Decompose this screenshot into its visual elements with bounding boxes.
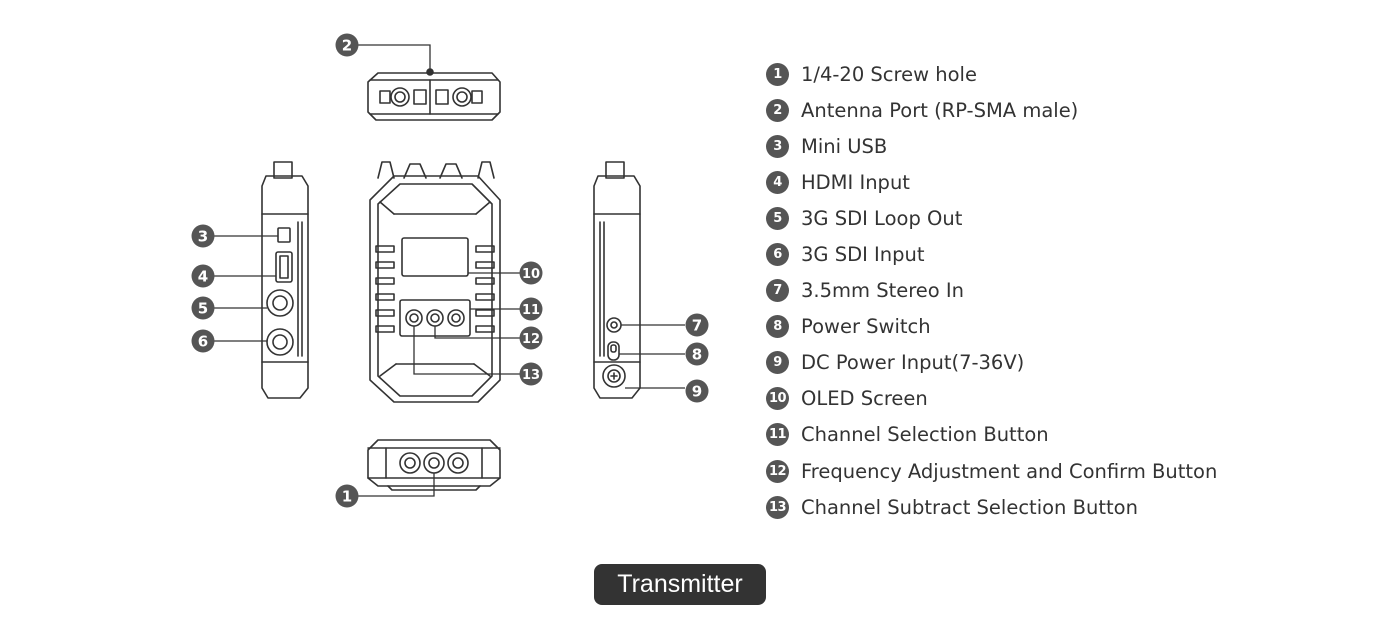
legend-label: DC Power Input(7-36V) (801, 351, 1025, 375)
legend-item: 3 Mini USB (766, 128, 1326, 164)
svg-text:10: 10 (522, 267, 540, 282)
legend-number-badge: 5 (766, 206, 789, 230)
legend-label: Antenna Port (RP-SMA male) (801, 98, 1079, 122)
top-view (367, 68, 501, 121)
svg-text:13: 13 (522, 368, 540, 383)
callout-marker-4: 4 (191, 264, 215, 288)
legend-label: 3G SDI Loop Out (801, 206, 963, 230)
legend-item: 1 1/4-20 Screw hole (766, 56, 1326, 92)
callout-marker-8: 8 (685, 342, 709, 366)
svg-text:1: 1 (342, 488, 352, 506)
right-side-view (593, 161, 641, 399)
legend-label: Channel Selection Button (801, 423, 1049, 447)
svg-text:11: 11 (522, 303, 540, 318)
legend-number-badge: 6 (766, 243, 789, 267)
legend-item: 13 Channel Subtract Selection Button (766, 489, 1326, 525)
legend-number-badge: 2 (766, 98, 789, 122)
legend-number-badge: 3 (766, 134, 789, 158)
legend-label: 1/4-20 Screw hole (801, 62, 977, 86)
legend-number-badge: 1 (766, 62, 789, 86)
title-label: Transmitter (594, 564, 766, 605)
callout-marker-9: 9 (685, 379, 709, 403)
legend-label: Frequency Adjustment and Confirm Button (801, 459, 1218, 483)
svg-text:7: 7 (692, 317, 702, 335)
callout-marker-11: 11 (519, 297, 543, 321)
legend-item: 7 3.5mm Stereo In (766, 273, 1326, 309)
legend-label: Power Switch (801, 315, 931, 339)
callout-marker-5: 5 (191, 296, 215, 320)
legend-item: 8 Power Switch (766, 309, 1326, 345)
legend-label: OLED Screen (801, 387, 928, 411)
callout-marker-13: 13 (519, 362, 543, 386)
svg-text:9: 9 (692, 383, 702, 401)
legend-number-badge: 7 (766, 279, 789, 303)
svg-text:2: 2 (342, 37, 352, 55)
legend-label: 3G SDI Input (801, 243, 925, 267)
svg-text:3: 3 (198, 228, 208, 246)
left-side-view (261, 161, 309, 399)
front-view (369, 161, 501, 403)
legend-label: Mini USB (801, 134, 888, 158)
callout-marker-1: 1 (335, 484, 359, 508)
callout-markers: 2 3 4 5 6 10 11 12 13 7 8 9 1 (191, 33, 709, 508)
callout-marker-2: 2 (335, 33, 359, 57)
leader-lines (214, 44, 685, 497)
legend-item: 12 Frequency Adjustment and Confirm Butto… (766, 453, 1326, 489)
legend-label: Channel Subtract Selection Button (801, 495, 1138, 519)
legend-number-badge: 4 (766, 170, 789, 194)
legend-label: HDMI Input (801, 170, 910, 194)
legend-item: 9 DC Power Input(7-36V) (766, 345, 1326, 381)
legend-item: 11 Channel Selection Button (766, 417, 1326, 453)
callout-marker-7: 7 (685, 313, 709, 337)
legend-item: 10 OLED Screen (766, 381, 1326, 417)
legend-number-badge: 8 (766, 315, 789, 339)
legend-item: 4 HDMI Input (766, 164, 1326, 200)
legend: 1 1/4-20 Screw hole 2 Antenna Port (RP-SMA … (766, 56, 1326, 525)
svg-text:6: 6 (198, 333, 208, 351)
legend-number-badge: 11 (766, 423, 789, 447)
legend-number-badge: 10 (766, 387, 789, 411)
legend-item: 2 Antenna Port (RP-SMA male) (766, 92, 1326, 128)
svg-text:5: 5 (198, 300, 208, 318)
legend-item: 6 3G SDI Input (766, 236, 1326, 272)
callout-marker-12: 12 (519, 326, 543, 350)
legend-item: 5 3G SDI Loop Out (766, 200, 1326, 236)
legend-number-badge: 12 (766, 459, 789, 483)
svg-text:8: 8 (692, 346, 702, 364)
callout-marker-10: 10 (519, 261, 543, 285)
legend-label: 3.5mm Stereo In (801, 279, 965, 303)
legend-number-badge: 9 (766, 351, 789, 375)
callout-marker-3: 3 (191, 224, 215, 248)
callout-marker-6: 6 (191, 329, 215, 353)
legend-number-badge: 13 (766, 495, 789, 519)
svg-text:12: 12 (522, 332, 540, 347)
svg-text:4: 4 (198, 268, 208, 286)
